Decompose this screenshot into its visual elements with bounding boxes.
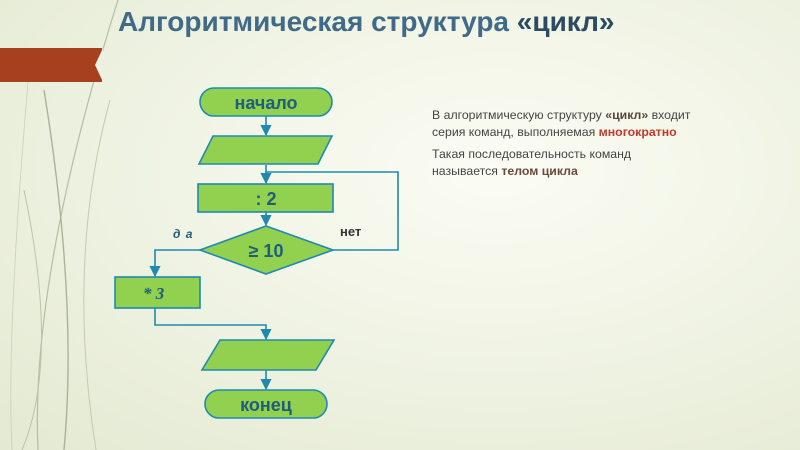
p1-term: «цикл» (605, 108, 649, 122)
description-paragraph-2: Такая последовательность команд называет… (432, 146, 692, 180)
process-multiply (114, 276, 201, 309)
output-parallelogram (200, 339, 336, 371)
start-terminal (199, 87, 333, 117)
slide-title: Алгоритмическая структура «цикл» (118, 6, 615, 38)
no-label: нет (340, 224, 361, 239)
start-label: начало (234, 93, 297, 113)
arrow-process2-to-output (154, 308, 272, 341)
process-divide (197, 183, 334, 213)
yes-label: д а (173, 227, 193, 241)
p1-prefix: В алгоритмическую структуру (432, 108, 606, 122)
p2-prefix: Такая последовательность команд называет… (432, 147, 632, 178)
p1-middle: входит серия команд, выполняемая (432, 108, 691, 139)
input-parallelogram (197, 135, 334, 165)
p1-emphasis: многократно (598, 125, 677, 139)
p2-term: телом цикла (501, 164, 578, 178)
arrow-yes-branch (149, 249, 200, 278)
title-accent: «цикл» (516, 6, 615, 37)
end-terminal (204, 389, 328, 419)
title-text: Алгоритмическая структура (118, 6, 517, 37)
process1-label: : 2 (255, 189, 276, 209)
description-panel: В алгоритмическую структуру «цикл» входи… (432, 107, 692, 185)
description-paragraph-1: В алгоритмическую структуру «цикл» входи… (432, 107, 692, 141)
title-accent-banner (0, 48, 103, 82)
arrow-loop-back (266, 171, 399, 251)
process2-label: * 3 (143, 284, 165, 303)
end-label: конец (240, 395, 292, 415)
condition-diamond (197, 225, 336, 275)
condition-label: ≥ 10 (249, 241, 284, 261)
